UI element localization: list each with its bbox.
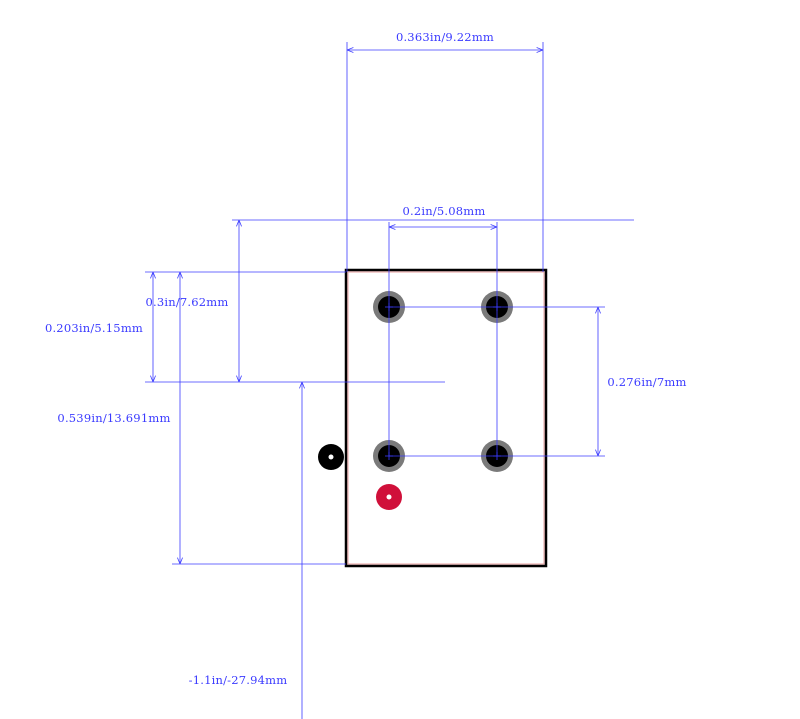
label-body-width: 0.363in/9.22mm	[396, 30, 494, 44]
red-dot-icon	[376, 484, 402, 510]
pad-crosshairs	[385, 303, 501, 460]
black-dot-icon	[318, 444, 344, 470]
dimension-lines	[145, 42, 634, 719]
label-origin-offset: -1.1in/-27.94mm	[189, 673, 288, 687]
component-outline	[344, 268, 548, 568]
outline-body	[344, 268, 548, 568]
label-pin-pitch-y: 0.276in/7mm	[607, 375, 686, 389]
label-offset-y: 0.203in/5.15mm	[45, 321, 143, 335]
pads	[373, 291, 513, 472]
label-body-length: 0.539in/13.691mm	[57, 411, 170, 425]
dimension-labels: 0.363in/9.22mm 0.2in/5.08mm 0.3in/7.62mm…	[45, 30, 686, 687]
outline-inner	[347, 271, 545, 565]
label-body-to-pin-y: 0.3in/7.62mm	[145, 295, 228, 309]
label-pin-pitch-x: 0.2in/5.08mm	[402, 204, 485, 218]
